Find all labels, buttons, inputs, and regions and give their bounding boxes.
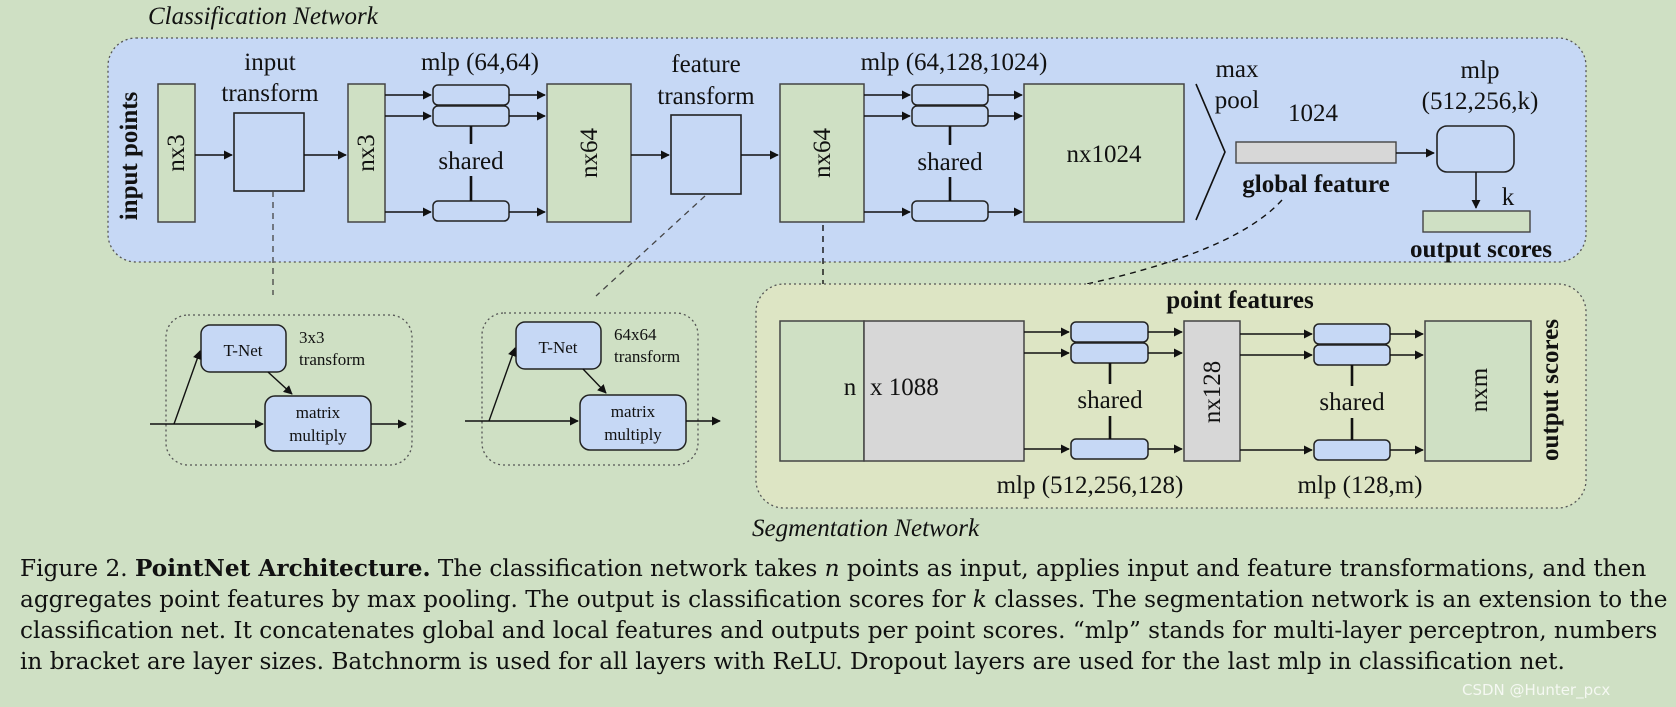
arrow	[488, 347, 517, 422]
tnet-label: T-Net	[538, 338, 577, 357]
mlp-64-128-1024-label: mlp (64,128,1024)	[861, 49, 1048, 76]
cls-mlp-box	[1436, 125, 1515, 173]
nx64-transformed-label: nx64	[809, 128, 836, 179]
mlp-unit	[432, 84, 510, 106]
multiply-label: multiply	[289, 426, 347, 445]
input-transform-label-1: input	[244, 49, 295, 76]
figure-caption: Figure 2. PointNet Architecture. The cla…	[20, 553, 1670, 677]
nx128-label: nx128	[1199, 361, 1226, 424]
cls-output-box	[1422, 210, 1531, 233]
feature-transform-label-2: transform	[657, 83, 755, 110]
nx3-input-box	[157, 83, 196, 223]
mlp-unit	[1070, 321, 1149, 343]
mlp-128-m-label: mlp (128,m)	[1298, 472, 1423, 499]
nx1024-label: nx1024	[1067, 141, 1143, 168]
matrix-label: matrix	[611, 402, 656, 421]
mlp-512-256-k-label-2: (512,256,k)	[1422, 88, 1539, 115]
figure-number: Figure 2.	[20, 555, 128, 582]
max-label: max	[1215, 56, 1259, 83]
segmentation-network-title: Segmentation Network	[752, 515, 980, 542]
mlp-unit	[911, 200, 989, 222]
shared-label: shared	[1319, 389, 1385, 416]
caption-var-n: n	[824, 555, 840, 582]
nx64-box	[546, 83, 632, 223]
shared-label: shared	[1077, 387, 1143, 414]
nx128-box	[1183, 320, 1241, 462]
mlp-unit	[1070, 342, 1149, 364]
global-feature-label: global feature	[1242, 171, 1389, 198]
tnet-box	[515, 321, 602, 370]
mlp-64-64-label: mlp (64,64)	[421, 49, 539, 76]
arrow	[582, 368, 607, 394]
k-label: k	[1502, 184, 1515, 211]
point-features-label: point features	[1166, 287, 1314, 314]
figure-title: PointNet Architecture.	[134, 555, 431, 582]
shared-label: shared	[917, 149, 983, 176]
mlp-unit	[911, 105, 989, 127]
dashed-link	[595, 195, 706, 297]
arrow	[267, 371, 293, 395]
shared-label: shared	[438, 148, 504, 175]
global-feature-box	[1235, 141, 1397, 164]
max-pool-symbol	[1195, 83, 1226, 221]
input-transform-label-2: transform	[221, 80, 319, 107]
classification-network-title: Classification Network	[148, 3, 379, 30]
nx3-transformed-label: nx3	[353, 134, 380, 172]
caption-var-k: k	[972, 586, 987, 613]
n-label: n	[844, 374, 857, 401]
input-points-label: input points	[116, 91, 143, 220]
multiply-label: multiply	[604, 425, 662, 444]
mlp-unit	[1313, 344, 1391, 366]
matrix-multiply-box	[579, 394, 687, 451]
global-feature-size: 1024	[1288, 100, 1339, 127]
feature-transform-box	[670, 114, 742, 195]
input-transform-box	[233, 112, 305, 192]
transform-size-label: 64x64	[614, 325, 657, 344]
nxm-label: nxm	[1466, 367, 1493, 412]
nxm-box	[1424, 320, 1532, 462]
tnet-label: T-Net	[223, 341, 262, 360]
cls-output-scores-label: output scores	[1410, 236, 1552, 263]
mlp-unit	[911, 84, 989, 106]
nx3-input-label: nx3	[163, 134, 190, 172]
mlp-unit	[1070, 438, 1149, 460]
tnet-box	[200, 324, 287, 373]
caption-text-2: points as input, applies input and featu…	[20, 555, 1647, 613]
nx1024-box	[1023, 83, 1185, 223]
nx64-label: nx64	[576, 128, 603, 179]
matrix-label: matrix	[296, 403, 341, 422]
watermark: CSDN @Hunter_pcx	[1462, 681, 1611, 699]
caption-text-1: The classification network takes	[437, 555, 818, 582]
mlp-unit	[432, 105, 510, 127]
mlp-512-256-128-label: mlp (512,256,128)	[997, 472, 1184, 499]
mlp-unit	[432, 200, 510, 222]
pointnet-diagram: Classification Network Segmentation Netw…	[107, 3, 1587, 542]
caption-text-3: classes. The segmentation network is an …	[20, 586, 1668, 675]
seg-output-scores-label: output scores	[1537, 319, 1564, 461]
transform-label: transform	[299, 350, 365, 369]
tnet-64x64-panel	[481, 312, 699, 466]
mlp-512-256-k-label-1: mlp	[1461, 57, 1500, 84]
pool-label: pool	[1215, 87, 1260, 114]
transform-label: transform	[614, 347, 680, 366]
tnet-3x3-panel	[165, 314, 413, 466]
nx64-transformed-box	[779, 83, 865, 223]
nx3-transformed-box	[347, 83, 386, 223]
concat-feature-box	[863, 320, 1025, 462]
x1088-label: x 1088	[870, 374, 939, 401]
arrow	[173, 350, 202, 425]
transform-size-label: 3x3	[299, 328, 325, 347]
feature-transform-label-1: feature	[671, 51, 740, 78]
mlp-unit	[1313, 439, 1391, 461]
mlp-unit	[1313, 323, 1391, 345]
